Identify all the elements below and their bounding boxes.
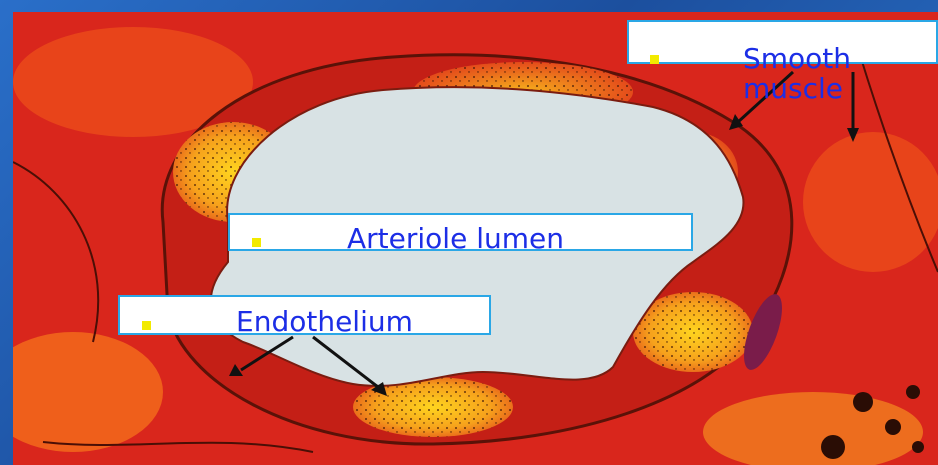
bullet-icon (252, 238, 261, 247)
bullet-icon (650, 55, 659, 64)
lumen-label: Arteriole lumen (347, 224, 564, 254)
endothelium-label: Endothelium (236, 307, 413, 337)
smooth-muscle-label: Smooth muscle (743, 36, 851, 112)
tissue-patch (803, 132, 938, 272)
smooth-muscle-line2: muscle (743, 66, 851, 112)
bullet-icon (142, 321, 151, 330)
